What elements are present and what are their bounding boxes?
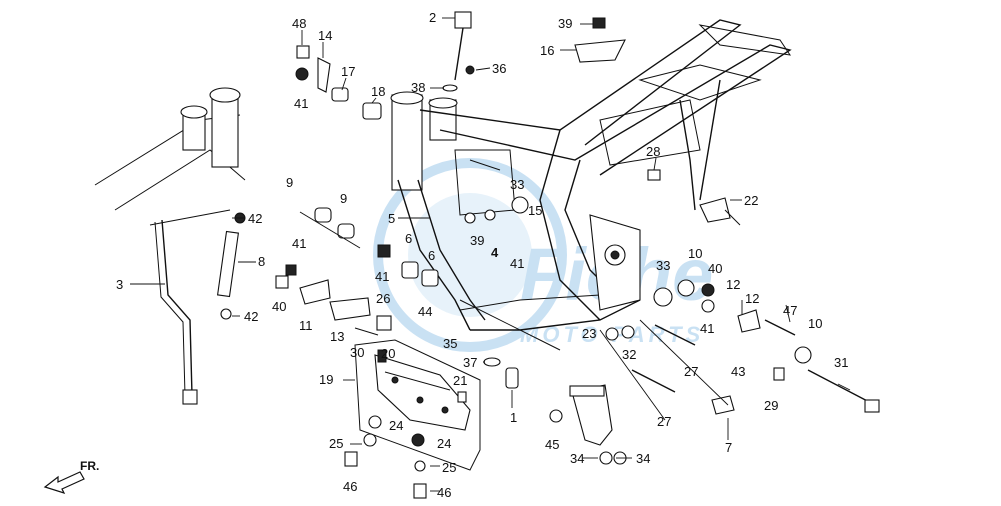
- callout-9-left: 9: [286, 175, 293, 190]
- callout-41: 41: [294, 96, 308, 111]
- callout-48: 48: [292, 16, 306, 31]
- callout-36: 36: [492, 61, 506, 76]
- callout-1: 1: [510, 410, 517, 425]
- callout-40-left: 40: [272, 299, 286, 314]
- reservoir: [549, 384, 627, 465]
- callout-41-mid: 41: [510, 256, 524, 271]
- part-3-tube: [154, 219, 198, 405]
- callout-39-mid: 39: [470, 233, 484, 248]
- callout-15: 15: [528, 203, 542, 218]
- callout-27-top: 27: [684, 364, 698, 379]
- parts-9-bushings: [299, 207, 361, 249]
- callout-11: 11: [299, 318, 313, 333]
- front-direction-indicator: FR.: [43, 459, 99, 494]
- callout-24-left: 24: [389, 418, 403, 433]
- right-parts: [574, 17, 812, 415]
- callout-8: 8: [258, 254, 265, 269]
- callout-45: 45: [545, 437, 559, 452]
- callout-37: 37: [463, 355, 477, 370]
- watermark-disc: [408, 193, 532, 317]
- skid-plate: [354, 339, 481, 471]
- callout-21: 21: [453, 373, 467, 388]
- callout-5: 5: [388, 211, 395, 226]
- callout-14: 14: [318, 28, 332, 43]
- callout-27-bottom: 27: [657, 414, 671, 429]
- front-frame-sketch: [94, 87, 246, 226]
- callout-10-right: 10: [808, 316, 822, 331]
- callout-4: 4: [491, 245, 499, 260]
- callout-6-bottom: 6: [428, 248, 435, 263]
- callout-34-right: 34: [636, 451, 650, 466]
- callout-35: 35: [443, 336, 457, 351]
- callout-26: 26: [376, 291, 390, 306]
- callout-25-right: 25: [442, 460, 456, 475]
- callout-33-right: 33: [656, 258, 670, 273]
- parts-6: [377, 244, 439, 287]
- callout-41-right: 41: [700, 321, 714, 336]
- callout-12-top: 12: [726, 277, 740, 292]
- callout-41-left: 41: [292, 236, 306, 251]
- callout-33-top: 33: [510, 177, 524, 192]
- head-pipe: [391, 94, 423, 191]
- callout-46-right: 46: [437, 485, 451, 500]
- callout-38: 38: [411, 80, 425, 95]
- callout-39: 39: [558, 16, 572, 31]
- callout-labels: 48 14 17 41 18 2 36 38 39 16 28 22 9 9 5…: [116, 10, 848, 500]
- callout-12-right: 12: [745, 291, 759, 306]
- top-left-small-parts: [295, 45, 382, 120]
- callout-42-top: 42: [248, 211, 262, 226]
- callout-29: 29: [764, 398, 778, 413]
- down-tube-rear: [539, 129, 601, 321]
- leader-lines: [130, 17, 851, 492]
- brackets-11-13: [275, 264, 392, 336]
- top-rail-left: [419, 19, 742, 146]
- callout-43: 43: [731, 364, 745, 379]
- callout-10-top: 10: [688, 246, 702, 261]
- callout-7: 7: [725, 440, 732, 455]
- callout-17: 17: [341, 64, 355, 79]
- callout-31: 31: [834, 355, 848, 370]
- callout-30: 30: [350, 345, 364, 360]
- callout-16: 16: [540, 43, 554, 58]
- callout-6-top: 6: [405, 231, 412, 246]
- main-frame: [390, 19, 792, 351]
- long-bolts: [631, 319, 880, 413]
- callout-24-right: 24: [437, 436, 451, 451]
- front-arrow-icon: [43, 471, 85, 494]
- callout-40-right: 40: [708, 261, 722, 276]
- callout-9-right: 9: [340, 191, 347, 206]
- callout-19: 19: [319, 372, 333, 387]
- lower-fasteners: [344, 415, 427, 499]
- front-direction-label: FR.: [80, 459, 99, 473]
- callout-22: 22: [744, 193, 758, 208]
- callout-41-center: 41: [375, 269, 389, 284]
- callout-18: 18: [371, 84, 385, 99]
- callout-20: 20: [381, 346, 395, 361]
- callout-44: 44: [418, 304, 432, 319]
- callout-42-bottom: 42: [244, 309, 258, 324]
- callout-2: 2: [429, 10, 436, 25]
- mid-parts: [483, 325, 635, 389]
- callout-3: 3: [116, 277, 123, 292]
- callout-34-left: 34: [570, 451, 584, 466]
- callout-13: 13: [330, 329, 344, 344]
- callout-32: 32: [622, 347, 636, 362]
- part-2-bolt: [442, 11, 475, 92]
- callout-46-left: 46: [343, 479, 357, 494]
- head-pipe-top: [390, 91, 424, 105]
- lower-cradle: [470, 299, 641, 331]
- callout-25-left: 25: [329, 436, 343, 451]
- callout-47: 47: [783, 303, 797, 318]
- callout-28: 28: [646, 144, 660, 159]
- callout-23: 23: [582, 326, 596, 341]
- part-8-rod: [216, 212, 246, 320]
- top-rail-right: [439, 44, 792, 176]
